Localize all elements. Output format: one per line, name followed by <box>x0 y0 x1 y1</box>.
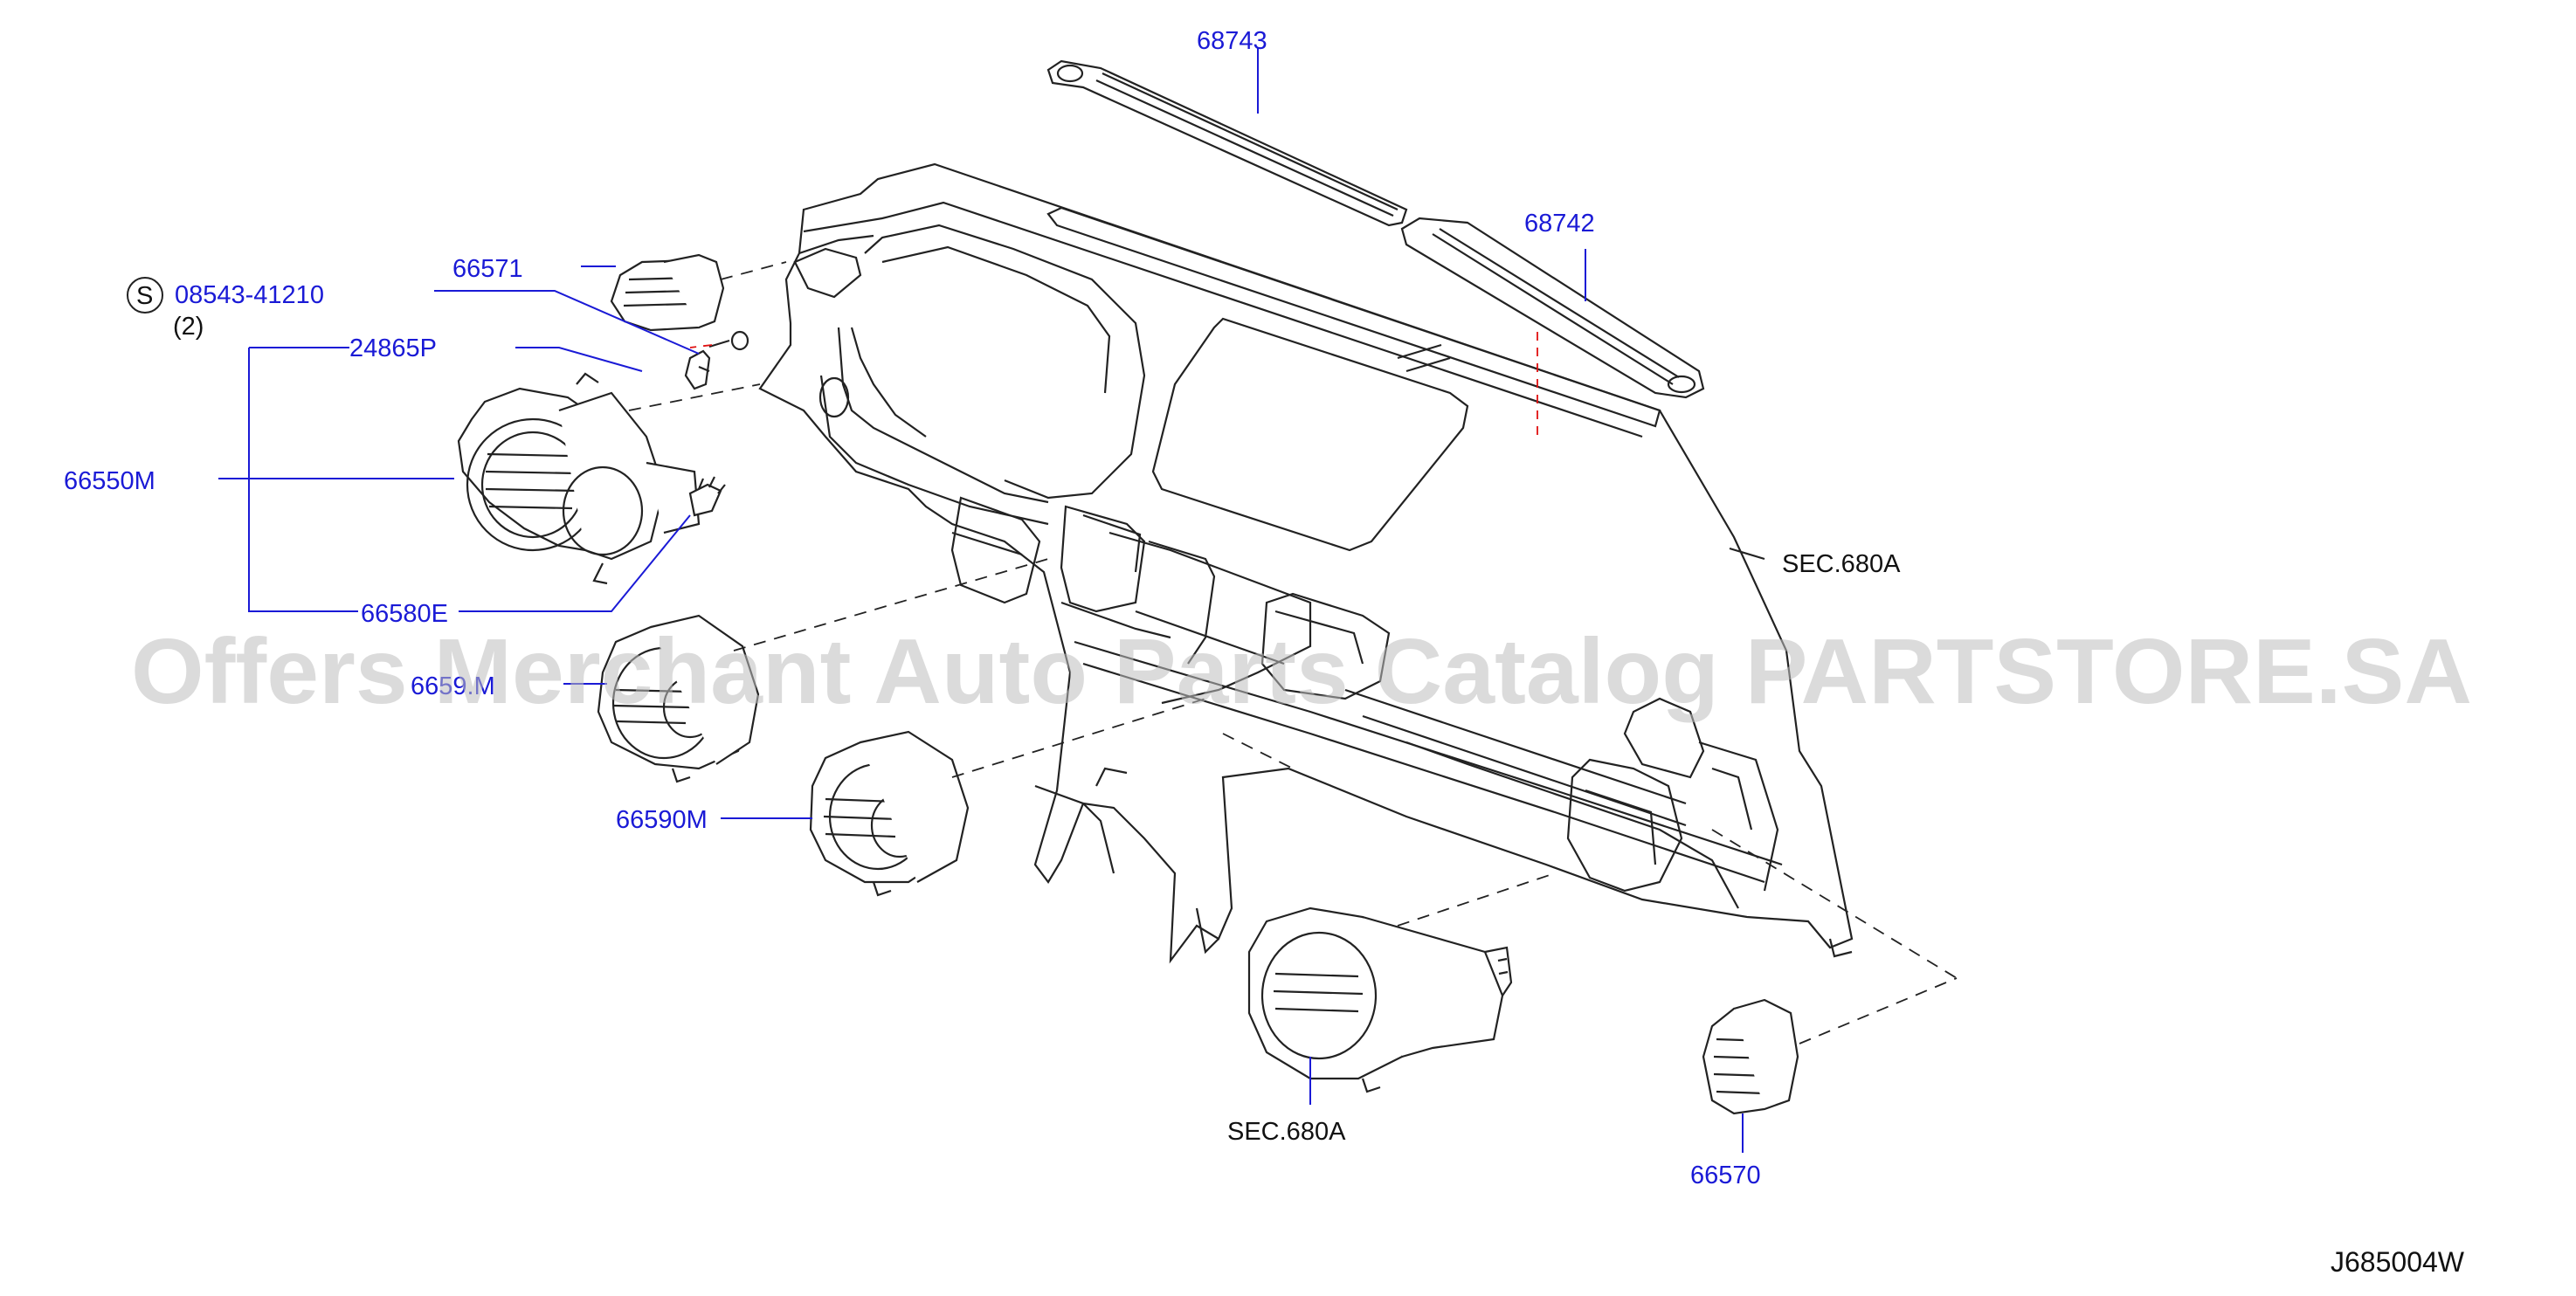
assembly-dashed-lines <box>628 261 1958 1044</box>
lower-center-vent-drawing <box>1247 907 1513 1093</box>
label-66550M[interactable]: 66550M <box>64 467 155 495</box>
leader-lines <box>218 48 1765 1153</box>
center-vent-66590M-drawing <box>809 730 970 897</box>
defroster-grille-68743-drawing <box>1046 59 1408 227</box>
left-vent-66550M-drawing <box>457 372 701 585</box>
label-sec-680a-right[interactable]: SEC.680A <box>1782 550 1901 578</box>
label-66570[interactable]: 66570 <box>1690 1162 1761 1189</box>
label-66591M[interactable]: 6659.M <box>411 672 495 700</box>
label-68742[interactable]: 68742 <box>1524 210 1595 238</box>
diagram-code: J685004W <box>2331 1246 2465 1278</box>
center-vent-66591M-drawing <box>597 614 760 783</box>
label-66571[interactable]: 66571 <box>452 255 523 283</box>
screw-symbol-label: S <box>136 282 153 310</box>
watermark-text: Offers Merchant Auto Parts Catalog PARTS… <box>131 620 2472 723</box>
label-screw-qty: (2) <box>173 313 204 341</box>
label-66580E[interactable]: 66580E <box>361 600 448 628</box>
instrument-panel-drawing <box>758 162 1854 964</box>
screw-symbol-circle <box>127 277 163 314</box>
part-labels: 68743 68742 66571 S 08543-41210 (2) 2486… <box>64 27 2465 1278</box>
label-08543-41210[interactable]: 08543-41210 <box>175 281 324 309</box>
label-24865P[interactable]: 24865P <box>349 334 437 362</box>
label-68743[interactable]: 68743 <box>1197 27 1267 55</box>
screw-and-clip-drawing <box>684 330 749 390</box>
defroster-grille-68742-drawing <box>1400 217 1705 399</box>
label-sec-680a-bottom[interactable]: SEC.680A <box>1227 1118 1346 1146</box>
label-66590M[interactable]: 66590M <box>616 806 708 834</box>
side-vent-66571-drawing <box>610 253 725 332</box>
clip-66580E-drawing <box>688 476 726 517</box>
right-side-vent-66570-drawing <box>1702 998 1799 1115</box>
